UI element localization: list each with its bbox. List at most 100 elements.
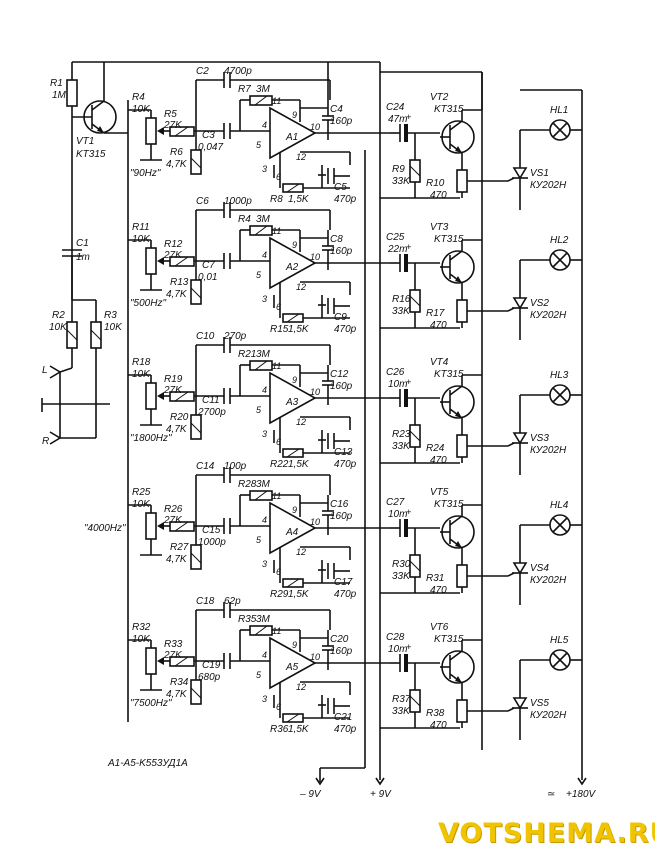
emitter-resistor-value: 470 [430, 720, 447, 731]
base-resistor-value: 33K [392, 306, 411, 317]
ground-resistor [190, 679, 202, 705]
coupling-cap-value: 22m [387, 244, 407, 255]
pin-6: 6 [276, 172, 281, 182]
pot-wiper-arrow [157, 657, 164, 665]
feedback-resistor-label: R7 [238, 84, 251, 95]
coupling-cap-plate [404, 389, 408, 407]
pin-12: 12 [296, 282, 306, 292]
feedback-cap-label: C12 [330, 369, 349, 380]
input-resistor-value: 27K [163, 515, 183, 526]
base-resistor-label: R23 [392, 429, 411, 440]
transistor-value: KT315 [434, 634, 464, 645]
feedback-cap-value: 160p [330, 511, 353, 522]
emitter-resistor-value: 470 [430, 320, 447, 331]
opamp-label: A3 [285, 397, 299, 408]
pin-4: 4 [262, 250, 267, 260]
coupling-cap-value: 10m [388, 644, 407, 655]
input-cap-value: 0,01 [198, 272, 217, 283]
feedback-resistor-label: R21 [238, 349, 256, 360]
feedback-cap-label: C8 [330, 234, 343, 245]
input-cap-value: 1000p [198, 537, 226, 548]
freq-label: "1800Hz" [130, 433, 172, 444]
low-resistor-value: 1,5K [288, 459, 310, 470]
pot-value: 10K [132, 634, 151, 645]
coupling-cap-plate [404, 654, 408, 672]
base-resistor-label: R9 [392, 164, 405, 175]
low-resistor-value: 1,5K [288, 724, 310, 735]
pot-resistor [145, 117, 157, 145]
base-resistor-value: 33K [392, 706, 411, 717]
freq-label: "500Hz" [130, 298, 166, 309]
coupling-cap-plus-hidden: + [406, 242, 411, 252]
coupling-cap-plate [404, 254, 408, 272]
pin-12: 12 [296, 152, 306, 162]
low-cap-label: C9 [334, 312, 347, 323]
pot-resistor [145, 512, 157, 540]
ground-resistor-value: 4,7K [166, 689, 188, 700]
pin-6: 6 [276, 567, 281, 577]
neg-rail-label: – 9V [299, 789, 322, 800]
opamp-triangle [269, 371, 317, 425]
coupling-cap-value: 10m [388, 509, 407, 520]
input-resistor-label: R5 [164, 109, 177, 120]
top-cap-label: C10 [196, 331, 215, 342]
emitter-resistor-label: R31 [426, 573, 444, 584]
transistor-label: VT2 [430, 92, 449, 103]
vt1-value: KT315 [76, 149, 106, 160]
coupling-cap-label: C24 [386, 102, 405, 113]
top-cap-value: 1000p [224, 196, 252, 207]
coupling-cap-plus-hidden: + [406, 507, 411, 517]
pin-3: 3 [262, 294, 267, 304]
pin-11: 11 [272, 491, 281, 501]
ground-resistor [190, 544, 202, 570]
low-cap-value: 470p [334, 324, 357, 335]
pin-11: 11 [272, 626, 281, 636]
r1-label: R1 [50, 78, 63, 89]
low-resistor-label: R29 [270, 589, 289, 600]
top-cap-label: C14 [196, 461, 215, 472]
low-cap-label: C5 [334, 182, 347, 193]
transistor-value: KT315 [434, 369, 464, 380]
input-resistor-value: 27K [163, 650, 183, 661]
thyristor-value: КУ202Н [530, 710, 567, 721]
low-cap-value: 470p [334, 194, 357, 205]
freq-label: "4000Hz" [84, 523, 126, 534]
input-resistor-label: R26 [164, 504, 183, 515]
pin-11: 11 [272, 226, 281, 236]
pin-9: 9 [292, 110, 297, 120]
thyristor-label: VS2 [530, 298, 549, 309]
pot-wiper-arrow [157, 127, 164, 135]
feedback-cap-label: C4 [330, 104, 343, 115]
feedback-resistor-value: 3M [256, 214, 271, 225]
pin-3: 3 [262, 694, 267, 704]
pot-label: R11 [132, 222, 150, 233]
low-resistor-value: 1,5K [288, 324, 310, 335]
lamp-label: HL5 [550, 635, 569, 646]
pin-10: 10 [310, 517, 320, 527]
c1-label: C1 [76, 238, 89, 249]
ground-resistor-label: R13 [170, 277, 189, 288]
feedback-cap-value: 160p [330, 246, 353, 257]
opamp-label: A4 [285, 527, 299, 538]
opamp-label: A2 [285, 262, 299, 273]
input-right-jack [49, 431, 62, 445]
pin-12: 12 [296, 417, 306, 427]
transistor-label: VT4 [430, 357, 449, 368]
emitter-resistor [456, 299, 468, 323]
pin-9: 9 [292, 640, 297, 650]
base-resistor-value: 33K [392, 441, 411, 452]
input-cap-label: C11 [202, 395, 220, 406]
thyristor-value: КУ202Н [530, 180, 567, 191]
pot-wiper-arrow [157, 257, 164, 265]
pin-5: 5 [256, 140, 262, 150]
top-cap-value: 270p [223, 331, 247, 342]
coupling-cap-label: C27 [386, 497, 405, 508]
pin-9: 9 [292, 240, 297, 250]
input-cap-label: C3 [202, 130, 215, 141]
pin-6: 6 [276, 702, 281, 712]
thyristor-triangle [512, 432, 528, 445]
